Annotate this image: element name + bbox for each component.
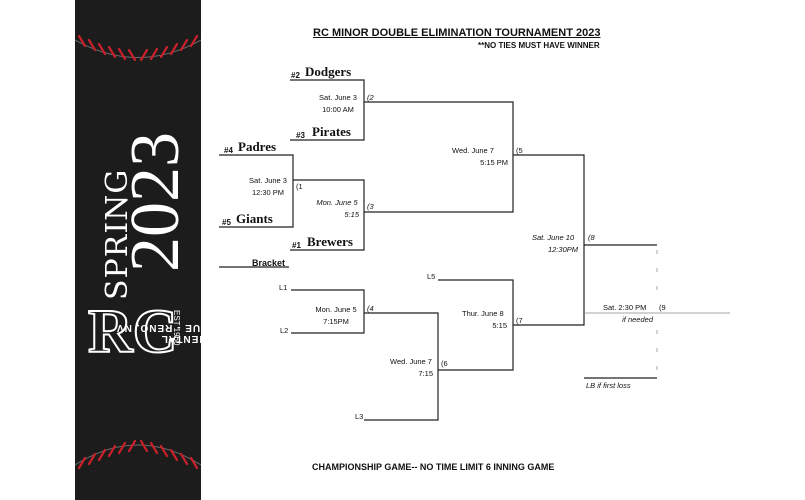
- game-7-time: 5:15: [492, 321, 507, 330]
- baseball-stitch-bottom-icon: [75, 439, 201, 470]
- logo-letters: RC: [88, 298, 178, 366]
- baseball-stitch-top-icon: [75, 34, 201, 62]
- game-5-number: (5: [516, 146, 523, 155]
- game-1-time: 12:30 PM: [251, 188, 285, 197]
- page-subtitle: **NO TIES MUST HAVE WINNER: [478, 41, 600, 50]
- team-giants-seed: #5: [222, 218, 231, 227]
- game-7-info: Thur. June 8 5:15: [462, 309, 507, 330]
- season-banner: [75, 0, 201, 500]
- game-6-info: Wed. June 7 7:15: [390, 357, 433, 378]
- game-3-number: (3: [367, 202, 374, 211]
- loser-l2-label: L2: [280, 326, 289, 335]
- logo-est: EST 1960: [172, 310, 181, 346]
- game-9-number: (9: [659, 303, 666, 312]
- losers-bracket-label: Bracket: [252, 258, 286, 268]
- loser-l3-label: L3: [355, 412, 364, 421]
- game-9-time: if needed: [622, 315, 653, 324]
- game-5-date: Wed. June 7: [452, 146, 494, 155]
- game-1-number: (1: [296, 182, 303, 191]
- game-7-number: (7: [516, 316, 523, 325]
- game-1-date: Sat. June 3: [249, 176, 287, 185]
- team-padres-seed: #4: [224, 146, 233, 155]
- game-2-info: Sat. June 3 10:00 AM: [312, 93, 364, 114]
- team-pirates: Pirates: [312, 124, 351, 139]
- team-brewers-seed: #1: [292, 241, 301, 250]
- loser-l5-label: L5: [427, 272, 436, 281]
- game-9-date: Sat. 2:30 PM: [603, 303, 647, 312]
- championship-note: CHAMPIONSHIP GAME-- NO TIME LIMIT 6 INNI…: [312, 462, 555, 472]
- lb-first-loss-note: LB if first loss: [586, 381, 631, 390]
- game-4-info: Mon. June 5 7:15PM: [309, 305, 363, 326]
- team-padres: Padres: [238, 139, 277, 154]
- game-8-number: (8: [588, 233, 595, 242]
- game-4-date: Mon. June 5: [315, 305, 357, 314]
- game-8-time: 12:30PM: [547, 245, 578, 254]
- loser-l1-label: L1: [279, 283, 288, 292]
- game-2-number: (2: [367, 93, 374, 102]
- game-7-date: Thur. June 8: [462, 309, 504, 318]
- team-pirates-seed: #3: [296, 131, 305, 140]
- game-2-date: Sat. June 3: [319, 93, 357, 102]
- team-dodgers-seed: #2: [291, 71, 300, 80]
- game-4-number: (4: [367, 304, 374, 313]
- game-6-date: Wed. June 7: [390, 357, 432, 366]
- game-2-time: 10:00 AM: [322, 105, 354, 114]
- game-9-info: Sat. 2:30 PM if needed: [603, 303, 653, 324]
- game-8-info: Sat. June 10 12:30PM: [532, 233, 578, 254]
- game-5-info: Wed. June 7 5:15 PM: [452, 146, 508, 167]
- game-6-time: 7:15: [418, 369, 433, 378]
- page-title: RC MINOR DOUBLE ELIMINATION TOURNAMENT 2…: [313, 27, 601, 39]
- team-dodgers: Dodgers: [305, 64, 352, 79]
- game-6-number: (6: [441, 359, 448, 368]
- game-3-time: 5:15: [344, 210, 359, 219]
- game-1-info: Sat. June 3 12:30 PM: [244, 176, 292, 197]
- game-3-info: Mon. June 5 5:15: [311, 198, 363, 219]
- team-brewers: Brewers: [307, 234, 353, 249]
- game-8-date: Sat. June 10: [532, 233, 575, 242]
- team-giants: Giants: [236, 211, 273, 226]
- league-logo-icon: RC EST 1960: [87, 297, 181, 367]
- game-5-time: 5:15 PM: [480, 158, 508, 167]
- game-3-date: Mon. June 5: [316, 198, 358, 207]
- game-4-time: 7:15PM: [323, 317, 349, 326]
